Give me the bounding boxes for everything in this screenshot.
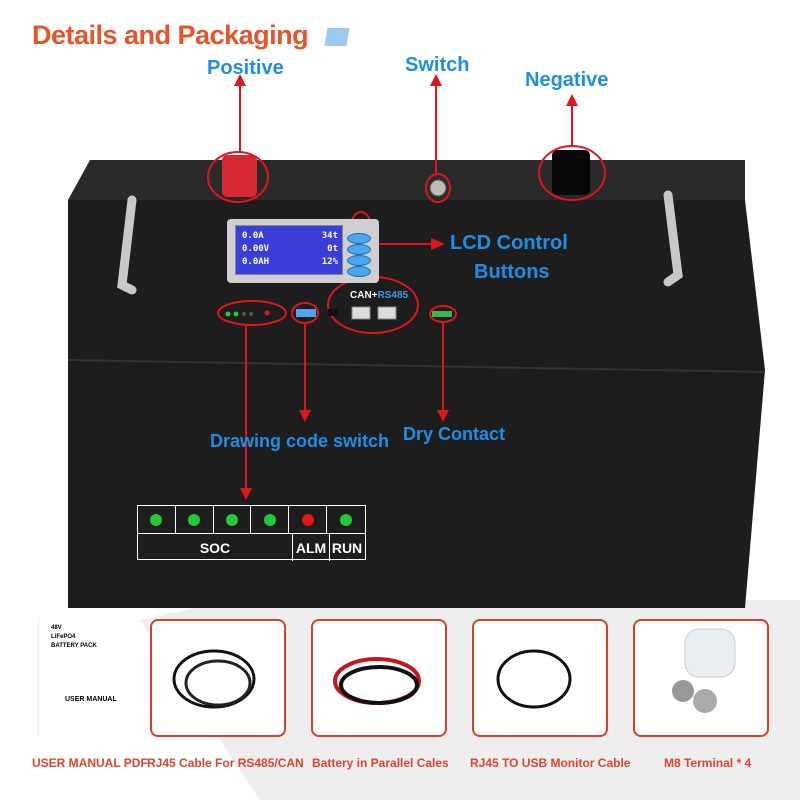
lcd-display: 0.0A 34t 0.00V 0t 0.0AH 12% — [227, 219, 379, 283]
rj45-port — [351, 306, 371, 320]
lcd-enter-button[interactable] — [347, 266, 371, 277]
alarm-led-icon — [301, 513, 314, 526]
status-led-icon — [150, 513, 163, 526]
rs485-text: RS485 — [377, 290, 409, 301]
dip-switch — [296, 309, 316, 317]
lcd-capacity: 0.0AH — [242, 257, 270, 267]
right-handle — [663, 190, 683, 287]
caption-rj45-cable: RJ45 Cable For RS485/CAN — [147, 756, 304, 770]
lcd-soc: 12% — [321, 257, 338, 267]
caption-usb-cable: RJ45 TO USB Monitor Cable — [470, 756, 631, 770]
manual-line1: 48V — [51, 625, 62, 631]
buttons-label: Buttons — [474, 261, 550, 283]
lcd-temp: 34t — [321, 231, 338, 241]
positive-terminal — [222, 155, 257, 197]
lcd-down-button[interactable] — [347, 255, 371, 266]
usb-monitor-cable-photo — [472, 619, 608, 737]
solar-panel-icon — [324, 28, 350, 46]
negative-terminal — [552, 150, 590, 195]
indicator-cell — [327, 506, 365, 533]
manual-title: USER MANUAL — [65, 696, 117, 703]
caption-parallel-cables: Battery in Parallel Cales — [312, 756, 449, 770]
drawing-code-switch-label: Drawing code switch — [210, 431, 390, 451]
lcd-control-label: LCD Control — [450, 232, 568, 254]
status-led-icon — [226, 513, 239, 526]
status-led-icon — [188, 513, 201, 526]
soc-label: SOC — [138, 534, 293, 561]
m8-terminal-photo — [633, 619, 769, 737]
lcd-up-button[interactable] — [347, 233, 371, 244]
page-title: Details and Packaging — [32, 20, 309, 50]
manual-line2: LiFePO4 — [51, 634, 76, 640]
parallel-cables-photo — [311, 619, 447, 737]
lcd-voltage: 0.00V — [242, 244, 270, 254]
battery-top — [68, 160, 745, 200]
user-manual-thumbnail: 48V LiFePO4 BATTERY PACK USER MANUAL — [38, 618, 129, 736]
rj45-cable-photo — [150, 619, 286, 737]
indicator-cell — [176, 506, 214, 533]
dry-contact-terminal — [432, 311, 452, 317]
negative-label: Negative — [525, 69, 609, 91]
status-led-icon — [340, 513, 353, 526]
indicator-cell — [289, 506, 328, 533]
lcd-value2: 0t — [327, 244, 338, 254]
dry-contact-label: Dry Contact — [403, 424, 506, 444]
caption-user-manual: USER MANUAL PDF — [32, 756, 148, 770]
can-rs485-label: CAN+RS485 — [350, 290, 408, 301]
power-switch — [429, 179, 447, 197]
indicator-cell — [251, 506, 290, 533]
rj45-port — [377, 306, 397, 320]
caption-m8-terminal: M8 Terminal * 4 — [664, 756, 752, 770]
plus-text: + — [371, 290, 378, 301]
positive-label: Positive — [207, 57, 284, 79]
switch-label: Switch — [405, 54, 470, 76]
alm-label: ALM — [293, 534, 330, 561]
indicator-cell — [214, 506, 252, 533]
lcd-screen: 0.0A 34t 0.00V 0t 0.0AH 12% — [235, 225, 343, 275]
can-text: CAN — [350, 290, 372, 301]
lcd-current: 0.0A — [242, 231, 264, 241]
left-handle — [117, 195, 137, 295]
manual-line3: BATTERY PACK — [51, 643, 97, 649]
run-label: RUN — [331, 539, 363, 556]
status-led-icon — [263, 513, 276, 526]
soc-indicator-panel: SOC ALM RUN — [137, 505, 366, 561]
lcd-menu-button[interactable] — [347, 244, 371, 255]
indicator-cell — [138, 506, 176, 533]
